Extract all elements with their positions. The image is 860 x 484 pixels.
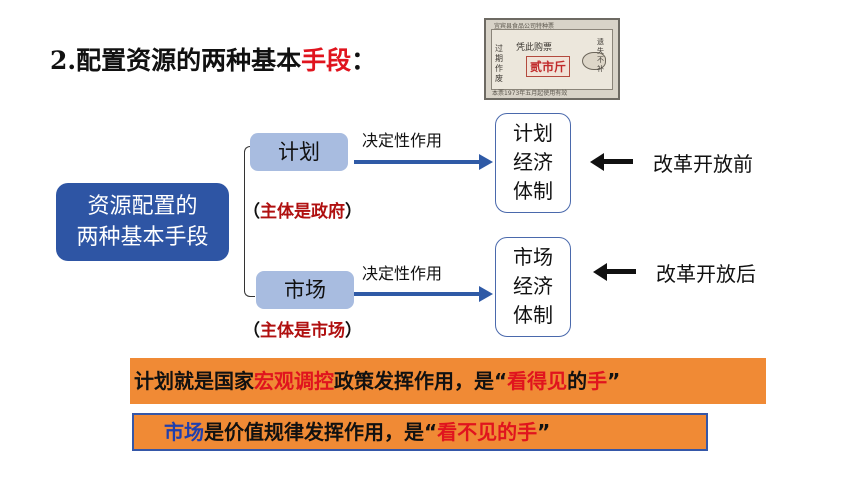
market-summary-banner: 市场是价值规律发挥作用，是“看不见的手” <box>132 413 708 451</box>
reform-before-arrow-icon <box>590 153 604 171</box>
market-arrow-line <box>354 292 481 296</box>
planned-economy-box: 计划 经济 体制 <box>495 113 571 213</box>
market-economy-line3: 体制 <box>513 303 553 327</box>
planned-economy-line3: 体制 <box>513 179 553 203</box>
ticket-side-text: 过期作废 <box>495 44 503 83</box>
meat-ration-ticket-image: 宜宾县食品公司特种票 凭此购票 过期作废 贰市斤 遗失不补 本票1973年五月起… <box>484 18 620 100</box>
market-arrow-head-icon <box>479 286 493 302</box>
reform-after-label: 改革开放后 <box>656 262 756 286</box>
pig-icon <box>582 52 606 70</box>
market-arrow-label: 决定性作用 <box>362 264 443 283</box>
plan-summary-banner: 计划就是国家宏观调控政策发挥作用，是“看得见的手” <box>130 358 766 404</box>
planned-economy-line1: 计划 <box>513 121 553 145</box>
ticket-amount-text: 贰市斤 <box>526 56 571 77</box>
market-label: 市场 <box>256 271 354 309</box>
ticket-right-text: 遗失不补 <box>597 38 604 73</box>
ticket-inner-frame: 凭此购票 过期作废 贰市斤 遗失不补 <box>491 29 613 90</box>
plan-arrow-head-icon <box>479 154 493 170</box>
resource-allocation-box: 资源配置的 两种基本手段 <box>56 183 229 261</box>
plan-arrow-line <box>354 160 481 164</box>
market-economy-line2: 经济 <box>513 274 553 298</box>
ticket-head-text: 凭此购票 <box>516 43 553 53</box>
market-subject: （主体是市场） <box>243 321 362 341</box>
reform-before-label: 改革开放前 <box>653 152 753 176</box>
market-economy-line1: 市场 <box>513 245 553 269</box>
resource-allocation-line2: 两种基本手段 <box>76 225 209 250</box>
plan-arrow-label: 决定性作用 <box>362 131 443 150</box>
reform-after-arrow-line <box>606 269 636 274</box>
ticket-top-text: 宜宾县食品公司特种票 <box>494 23 555 30</box>
page-title: 2.配置资源的两种基本手段： <box>50 46 377 75</box>
reform-before-arrow-line <box>603 159 633 164</box>
ticket-bottom-text: 本票1973年五月起使用有效 <box>492 90 568 97</box>
plan-label: 计划 <box>250 133 348 171</box>
reform-after-arrow-icon <box>593 263 607 281</box>
branch-bracket <box>244 146 255 297</box>
market-economy-box: 市场 经济 体制 <box>495 237 571 337</box>
plan-subject: （主体是政府） <box>243 202 362 222</box>
resource-allocation-line1: 资源配置的 <box>87 194 198 219</box>
planned-economy-line2: 经济 <box>513 150 553 174</box>
